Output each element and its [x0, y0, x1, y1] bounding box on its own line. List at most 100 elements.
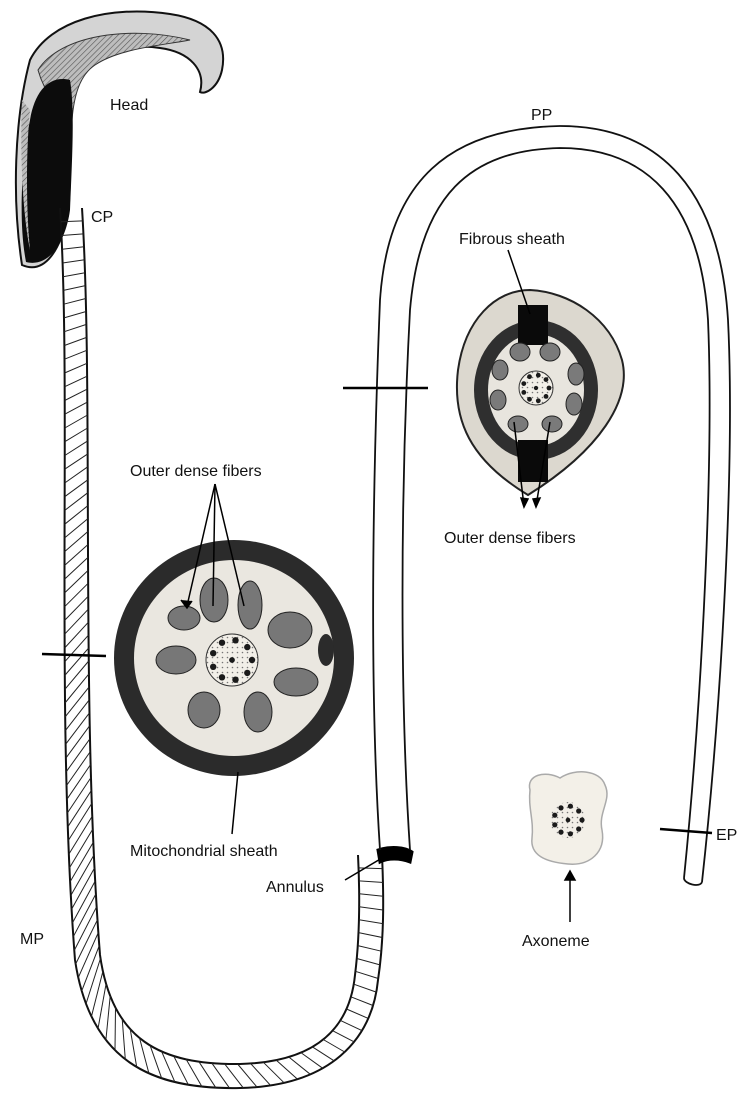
- midpiece-segment: [65, 376, 87, 387]
- microtubule-doublet: [536, 398, 541, 403]
- microtubule-doublet: [210, 650, 216, 656]
- dense-fiber: [268, 612, 312, 648]
- microtubule-doublet: [527, 397, 532, 402]
- microtubule-doublet: [552, 813, 557, 818]
- midpiece-segment: [62, 234, 84, 236]
- midpiece-segment: [65, 402, 88, 414]
- midpiece-segment: [355, 971, 378, 978]
- midpiece-segment: [66, 726, 90, 758]
- midpiece-segment: [65, 583, 89, 607]
- midpiece-segment: [65, 545, 89, 566]
- mp-cross-section: [114, 540, 354, 776]
- midpiece-segment: [82, 946, 100, 991]
- midpiece-segment: [65, 570, 89, 593]
- leader-annulus: [345, 858, 382, 880]
- microtubule-doublet: [210, 664, 216, 670]
- dense-fiber: [318, 634, 334, 666]
- central-pair: [229, 657, 235, 663]
- midpiece-segment: [122, 1019, 125, 1059]
- midpiece-segment: [65, 415, 88, 428]
- midpiece-segment: [65, 363, 87, 373]
- midpiece-segment: [333, 1031, 354, 1042]
- microtubule-doublet: [536, 373, 541, 378]
- arrowhead-odf-pp: [521, 498, 540, 507]
- midpiece-segment: [64, 337, 86, 345]
- midpiece-segment: [65, 350, 87, 359]
- microtubule-doublet: [521, 381, 526, 386]
- dense-fiber: [566, 393, 582, 415]
- midpiece-segment: [65, 428, 88, 442]
- label-outer-dense-fibers-pp: Outer dense fibers: [444, 530, 576, 547]
- arrowhead-axoneme: [565, 871, 575, 880]
- microtubule-doublet: [249, 657, 255, 663]
- midpiece-segment: [65, 648, 89, 675]
- midpiece-segment: [66, 739, 90, 772]
- label-axoneme: Axoneme: [522, 933, 590, 950]
- label-ep: EP: [716, 827, 737, 844]
- pp-inner: [403, 148, 710, 878]
- midpiece-segment: [64, 312, 86, 318]
- midpiece-segment: [62, 247, 84, 249]
- ep-section-marker: [660, 829, 712, 833]
- dense-fiber: [274, 668, 318, 696]
- midpiece-segment: [313, 1047, 335, 1061]
- pp-tail-tip: [684, 878, 702, 885]
- dense-fiber: [490, 390, 506, 410]
- microtubule-doublet: [576, 808, 581, 813]
- midpiece-segment: [359, 933, 383, 938]
- midpiece-segment: [354, 984, 377, 992]
- microtubule-doublet: [579, 817, 584, 822]
- midpiece-segment: [340, 1020, 362, 1030]
- midpiece-segment: [358, 946, 382, 952]
- microtubule-doublet: [219, 640, 225, 646]
- midpiece-segment: [65, 493, 88, 511]
- midpiece-segment: [67, 752, 91, 786]
- midpiece-segment: [65, 661, 89, 689]
- midpiece-segment: [359, 868, 383, 869]
- midpiece-segment: [67, 765, 91, 800]
- microtubule-doublet: [544, 394, 549, 399]
- mp-section-marker: [42, 654, 106, 656]
- midpiece-segment: [359, 920, 383, 924]
- midpiece-segment: [357, 959, 380, 965]
- midpiece-segment: [323, 1040, 345, 1053]
- midpiece-segment: [359, 894, 383, 896]
- midpiece-segment: [65, 687, 89, 717]
- dense-fiber: [542, 416, 562, 432]
- microtubule-doublet: [568, 831, 573, 836]
- label-head: Head: [110, 97, 148, 114]
- microtubule-doublet: [244, 670, 250, 676]
- dense-fiber: [510, 343, 530, 361]
- central-pair: [566, 818, 571, 823]
- dense-fiber: [492, 360, 508, 380]
- midpiece-segment: [66, 713, 90, 745]
- midpiece-segment: [65, 441, 88, 456]
- microtubule-doublet: [527, 374, 532, 379]
- microtubule-doublet: [232, 677, 238, 683]
- dense-fiber: [168, 606, 200, 630]
- microtubule-doublet: [576, 826, 581, 831]
- leader-mito-sheath: [232, 772, 238, 834]
- midpiece-segment: [63, 260, 85, 263]
- midpiece-segment: [64, 324, 86, 331]
- pp-cross-section: [457, 290, 624, 495]
- midpiece-segment: [64, 299, 86, 305]
- midpiece-segment: [65, 557, 89, 579]
- microtubule-doublet: [547, 386, 552, 391]
- dense-fiber: [156, 646, 196, 674]
- midpiece-segment: [65, 467, 88, 483]
- midpiece-segment: [301, 1053, 323, 1069]
- midpiece-segment: [65, 454, 88, 469]
- midpiece-segment: [65, 700, 89, 731]
- microtubule-doublet: [544, 377, 549, 382]
- midpiece-segment: [106, 996, 110, 1040]
- midpiece-segment: [68, 790, 92, 826]
- label-pp: PP: [531, 107, 552, 124]
- midpiece-segment: [65, 609, 89, 634]
- sperm-head: [16, 11, 223, 267]
- midpiece-segment: [65, 674, 89, 703]
- midpiece-segment: [98, 984, 106, 1029]
- dense-fiber: [508, 416, 528, 432]
- midpiece-segment: [351, 997, 373, 1006]
